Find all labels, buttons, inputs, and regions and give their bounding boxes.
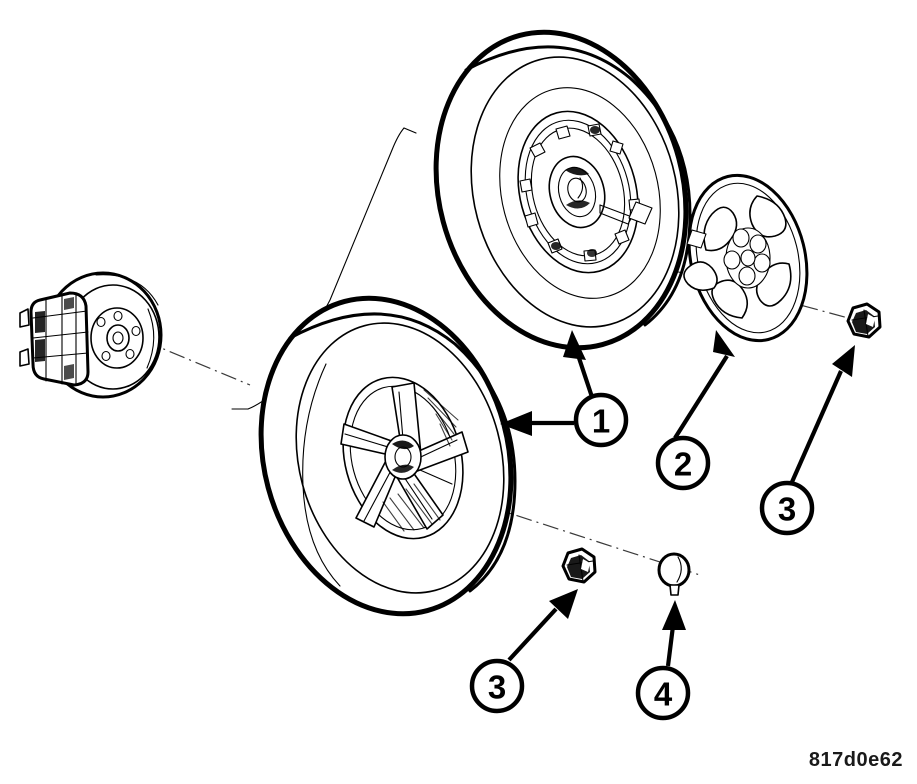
- wheel-cover: [683, 173, 809, 343]
- leader-lines: [500, 330, 855, 667]
- arrowhead-3-lower: [549, 589, 578, 619]
- callout-2-circle[interactable]: [655, 435, 711, 491]
- arrowhead-1-upper: [563, 330, 586, 360]
- callout-3-upper-circle[interactable]: [759, 480, 815, 536]
- callout-bubbles: 1 2 3 3 4: [469, 392, 815, 721]
- lower-lug-nut: [561, 547, 597, 584]
- alloy-wheel-pocket-shading: [382, 389, 459, 532]
- callout-3-lower-label: 3: [488, 669, 506, 706]
- valve-cap: [657, 552, 691, 596]
- leader-1-upper: [576, 354, 594, 398]
- leader-3-upper: [790, 370, 843, 483]
- wheel-cover-center-detail: [723, 227, 771, 289]
- arrowhead-2: [713, 330, 735, 357]
- callout-2-label: 2: [674, 446, 692, 483]
- callout-1-circle[interactable]: [573, 392, 629, 448]
- callout-1[interactable]: 1: [573, 392, 629, 448]
- arrowhead-3-upper: [832, 345, 855, 377]
- callout-3-upper-label: 3: [778, 491, 796, 528]
- callout-3-lower[interactable]: 3: [469, 658, 525, 714]
- figure-identifier: 817d0e62: [808, 749, 903, 771]
- leader-2: [673, 354, 729, 440]
- callout-4-label: 4: [654, 676, 673, 713]
- leader-3-lower: [507, 607, 558, 662]
- callout-1-label: 1: [592, 403, 610, 440]
- arrowhead-4: [662, 600, 686, 630]
- upper-lug-nut: [846, 302, 882, 339]
- brake-rotor-caliper: [19, 271, 163, 399]
- callout-4[interactable]: 4: [635, 665, 691, 721]
- callout-2[interactable]: 2: [655, 435, 711, 491]
- callout-3-lower-circle[interactable]: [469, 658, 525, 714]
- upper-steel-wheel-tire: [433, 29, 692, 351]
- leader-4: [665, 625, 676, 667]
- arrowhead-1-lower: [500, 411, 532, 436]
- lower-alloy-wheel-tire: [258, 295, 517, 617]
- callout-3-upper[interactable]: 3: [759, 480, 815, 536]
- lower-centerline: [117, 329, 251, 386]
- callout-4-circle[interactable]: [635, 665, 691, 721]
